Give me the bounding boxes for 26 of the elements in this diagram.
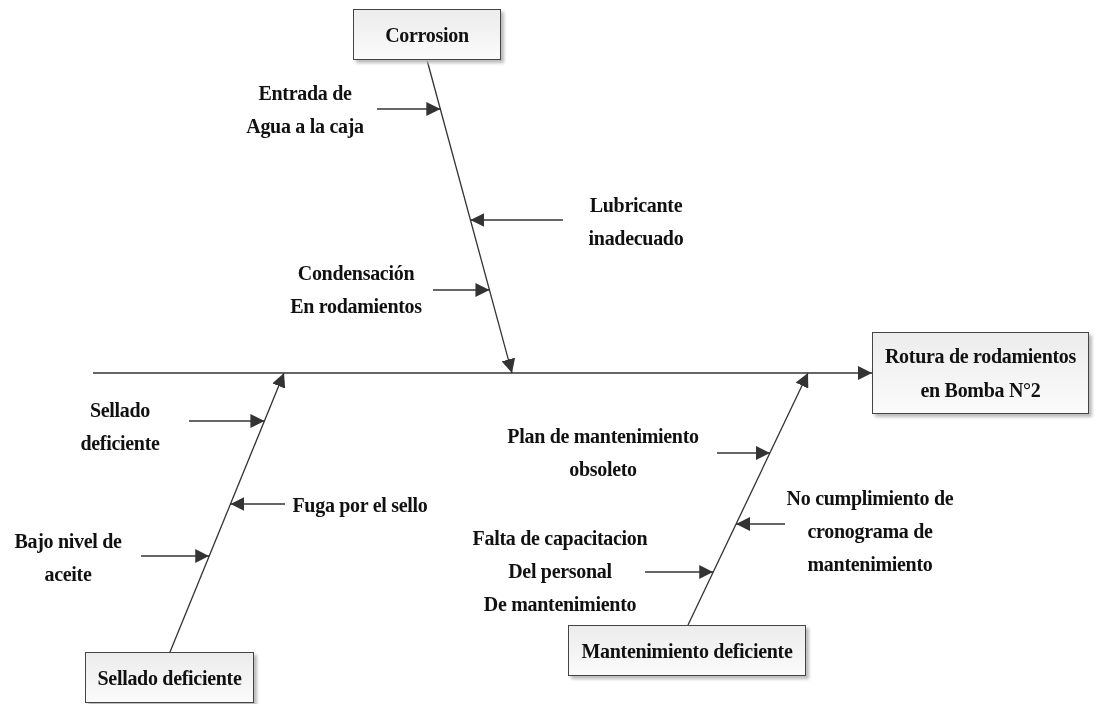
arrow <box>644 565 714 579</box>
cause-text: Sellado deficiente <box>80 394 160 460</box>
arrow <box>716 446 771 460</box>
arrow <box>188 414 266 428</box>
cause-text: Condensación En rodamientos <box>290 257 422 323</box>
arrow <box>229 497 286 511</box>
cause-text: Falta de capacitacion Del personal De mantenimiento <box>472 522 648 621</box>
category-box: Corrosion <box>353 9 501 60</box>
arrow <box>376 102 441 116</box>
spine-arrow <box>92 366 873 380</box>
effect-box: Rotura de rodamientos en Bomba N°2 <box>872 332 1089 414</box>
cause-text: Lubricante inadecuado <box>588 189 684 255</box>
cause-text: Plan de mantenimiento obsoleto <box>507 420 699 486</box>
bone-arrow <box>169 372 286 653</box>
cause-text: Entrada de Agua a la caja <box>246 77 364 143</box>
cause-text: Fuga por el sello <box>292 489 428 522</box>
cause-text: No cumplimiento de cronograma de mantenimiento <box>786 482 954 581</box>
bone-arrow <box>687 372 809 626</box>
arrow <box>432 283 491 297</box>
arrow <box>140 549 210 563</box>
cause-text: Bajo nivel de aceite <box>14 525 122 591</box>
category-box: Sellado deficiente <box>85 652 254 703</box>
category-box: Mantenimiento deficiente <box>568 625 806 676</box>
arrow <box>469 213 564 227</box>
bone-arrow <box>426 59 516 374</box>
arrow <box>735 517 786 531</box>
